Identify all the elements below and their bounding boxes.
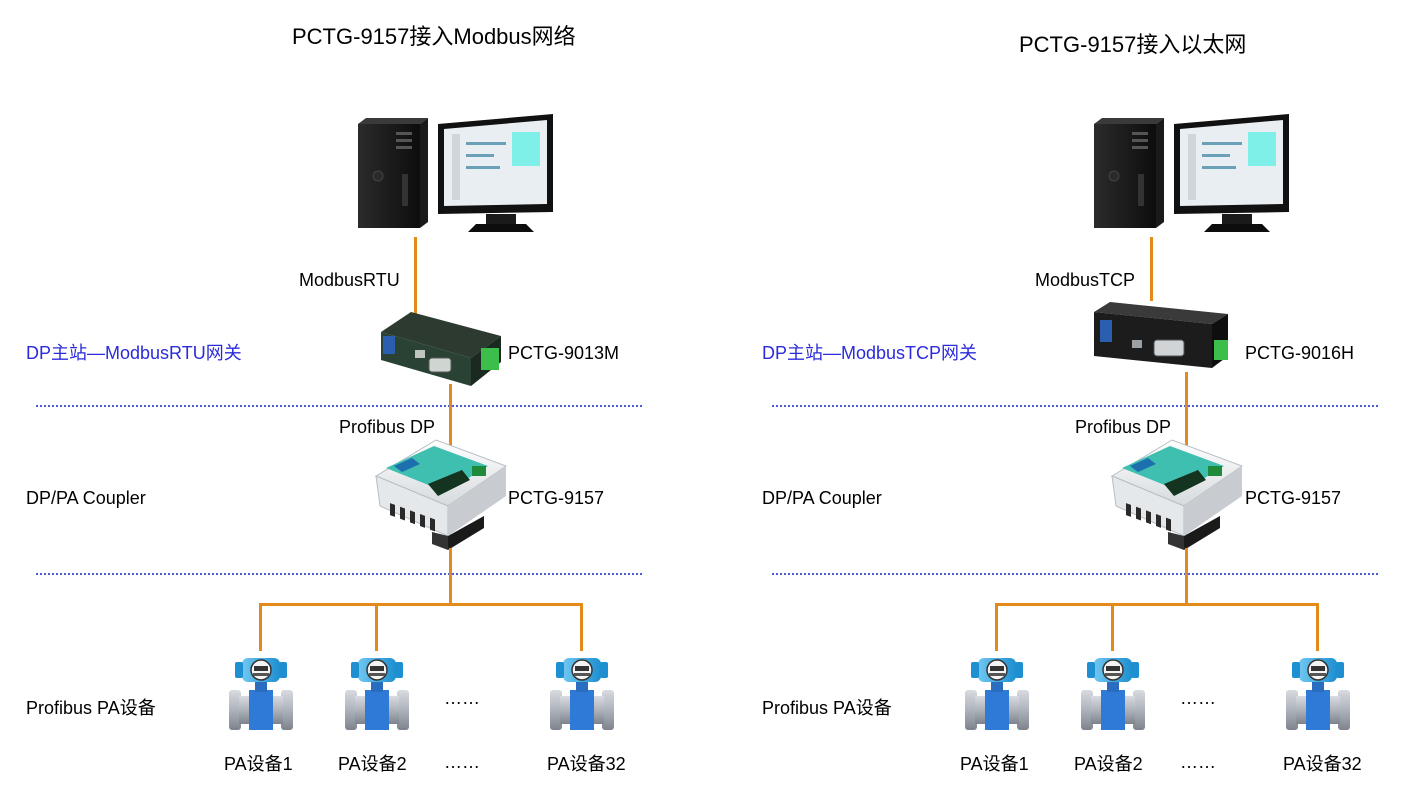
- panel-title: PCTG-9157接入以太网: [1019, 32, 1247, 57]
- separator-line: [36, 573, 642, 575]
- separator-line: [772, 405, 1378, 407]
- pa-bus-cable: [995, 603, 1319, 606]
- coupler-device-icon: [1111, 439, 1243, 551]
- coupler-device-icon: [375, 439, 507, 551]
- pa-drop-cable: [259, 603, 262, 651]
- coupler-role-label: DP/PA Coupler: [26, 488, 146, 508]
- ellipsis: ……: [444, 752, 480, 772]
- host-cable: [1150, 237, 1153, 301]
- pa-drop-cable: [580, 603, 583, 651]
- separator-line: [772, 573, 1378, 575]
- pa-bus-cable: [259, 603, 583, 606]
- gateway-role-label: DP主站—ModbusTCP网关: [762, 343, 978, 363]
- fieldbus-link-label: Profibus DP: [1075, 417, 1172, 437]
- gateway-role-label: DP主站—ModbusRTU网关: [26, 343, 242, 363]
- device-label: PA设备2: [1074, 754, 1143, 774]
- pc-tower-icon: [357, 113, 554, 233]
- ellipsis: ……: [444, 688, 480, 708]
- device-label: PA设备2: [338, 754, 407, 774]
- gateway-device-icon: [1094, 302, 1228, 368]
- pa-drop-cable: [1111, 603, 1114, 651]
- gateway-model-label: PCTG-9013M: [508, 343, 620, 363]
- flowmeter-icon: [964, 657, 1030, 731]
- flowmeter-icon: [1285, 657, 1351, 731]
- host-cable: [414, 237, 417, 319]
- panel-title: PCTG-9157接入Modbus网络: [292, 24, 576, 49]
- host-link-label: ModbusRTU: [299, 270, 400, 290]
- host-link-label: ModbusTCP: [1035, 270, 1136, 290]
- devices-label: Profibus PA设备: [762, 698, 892, 718]
- flowmeter-icon: [344, 657, 410, 731]
- pa-trunk-cable: [1185, 548, 1188, 605]
- device-label: PA设备1: [960, 754, 1029, 774]
- ellipsis: ……: [1180, 688, 1216, 708]
- gateway-device-icon: [381, 312, 501, 386]
- gateway-model-label: PCTG-9016H: [1245, 343, 1355, 363]
- pa-drop-cable: [375, 603, 378, 651]
- fieldbus-link-label: Profibus DP: [339, 417, 436, 437]
- ellipsis: ……: [1180, 752, 1216, 772]
- pa-drop-cable: [1316, 603, 1319, 651]
- separator-line: [36, 405, 642, 407]
- flowmeter-icon: [228, 657, 294, 731]
- flowmeter-icon: [1080, 657, 1146, 731]
- device-label: PA设备32: [547, 754, 626, 774]
- device-label: PA设备1: [224, 754, 293, 774]
- devices-label: Profibus PA设备: [26, 698, 156, 718]
- pa-drop-cable: [995, 603, 998, 651]
- coupler-model-label: PCTG-9157: [1245, 488, 1342, 508]
- pa-trunk-cable: [449, 548, 452, 605]
- device-label: PA设备32: [1283, 754, 1362, 774]
- dp-cable: [1185, 372, 1188, 458]
- coupler-role-label: DP/PA Coupler: [762, 488, 882, 508]
- flowmeter-icon: [549, 657, 615, 731]
- coupler-model-label: PCTG-9157: [508, 488, 605, 508]
- dp-cable: [449, 384, 452, 460]
- pc-tower-icon: [1093, 113, 1290, 233]
